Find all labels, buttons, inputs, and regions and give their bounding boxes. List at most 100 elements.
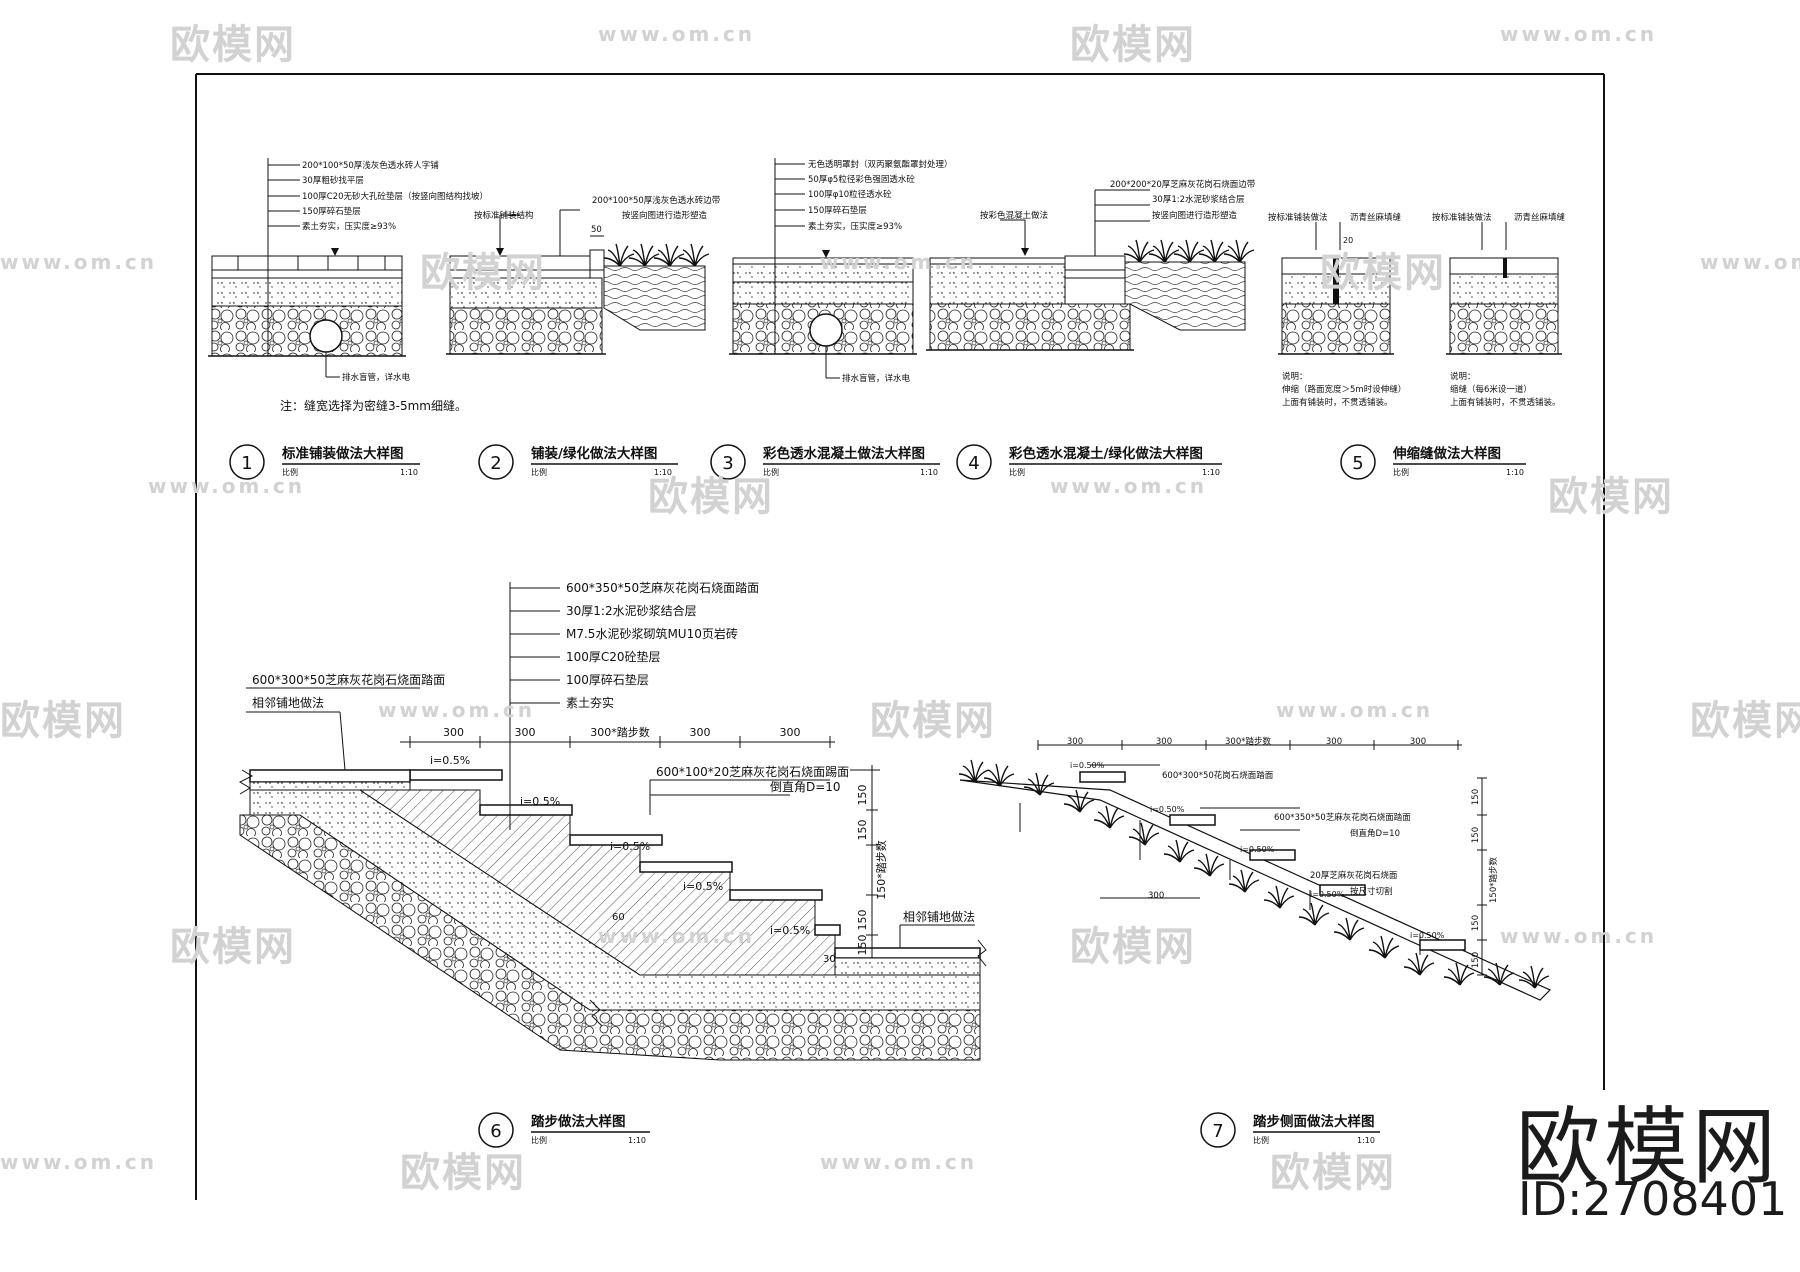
detail-note: 注：缝宽选择为密缝3-5mm细缝。 bbox=[280, 398, 467, 413]
detail-title: 铺装/绿化做法大样图 bbox=[531, 445, 657, 462]
scale-value: 1:10 bbox=[920, 468, 938, 477]
slope-label: i=0.50% bbox=[1070, 761, 1105, 770]
callout-label: 按标准铺装做法 bbox=[1432, 212, 1492, 223]
scale-label: 比例 bbox=[1393, 467, 1409, 477]
layer-label: 200*100*50厚浅灰色透水砖人字铺 bbox=[302, 160, 439, 171]
sheet-frame bbox=[195, 73, 1605, 1200]
dimension-label: 150*踏步数 bbox=[874, 840, 888, 900]
dimension-label: 60 bbox=[612, 912, 625, 923]
dimension-label: 300 bbox=[515, 726, 536, 739]
detail-6-step-section bbox=[238, 582, 987, 1061]
layer-label: 100厚碎石垫层 bbox=[566, 672, 649, 687]
layer-label: 150厚碎石垫层 bbox=[302, 206, 361, 217]
detail-number: 3 bbox=[722, 453, 733, 474]
note-line: 上面有铺装时，不贯透铺装。 bbox=[1450, 397, 1561, 408]
slope-label: i=0.50% bbox=[1150, 805, 1185, 814]
layer-label: 30厚1:2水泥砂浆结合层 bbox=[566, 603, 697, 618]
dimension-label: 150 bbox=[1471, 789, 1481, 805]
callout-label: 按标准铺装结构 bbox=[474, 210, 534, 221]
detail-title-6: 6 踏步做法大样图 比例 1:10 bbox=[478, 1112, 650, 1148]
dimension-label: 300 bbox=[1156, 737, 1172, 747]
detail-title-4: 4 彩色透水混凝土/绿化做法大样图 比例 1:10 bbox=[956, 444, 1222, 480]
dimension-label: 150 bbox=[856, 820, 869, 841]
callout-label: 600*100*20芝麻灰花岗石烧面踢面 bbox=[656, 764, 849, 779]
detail-title: 踏步做法大样图 bbox=[531, 1113, 626, 1130]
dimension-label: 150*踏步数 bbox=[1488, 857, 1499, 903]
dimension-label: 300 bbox=[1326, 737, 1342, 747]
detail-5-expansion-joint: 按标准铺装做法 沥青丝麻填缝 20 说明： 伸缩（路面宽度＞5m时设伸缝） 上面… bbox=[1268, 212, 1566, 408]
detail-title-3: 3 彩色透水混凝土做法大样图 比例 1:10 bbox=[710, 444, 940, 480]
detail-number: 5 bbox=[1352, 453, 1363, 474]
detail-number: 1 bbox=[241, 453, 252, 474]
detail-6-annotations: 600*350*50芝麻灰花岗石烧面踏面 30厚1:2水泥砂浆结合层 M7.5水… bbox=[252, 580, 975, 965]
slope-label: i=0.50% bbox=[1410, 931, 1445, 940]
callout-label: 按彩色混凝土做法 bbox=[980, 210, 1048, 221]
detail-7-annotations: 300 300 300*踏步数 300 300 600*300*50花岗石烧面踏… bbox=[1067, 736, 1499, 968]
layer-label: 100厚C20无砂大孔砼垫层（按竖向图结构找坡） bbox=[302, 191, 488, 202]
dimension-label: 300 bbox=[1410, 737, 1426, 747]
scale-label: 比例 bbox=[282, 467, 298, 477]
scale-label: 比例 bbox=[1253, 1135, 1269, 1145]
callout-label: 沥青丝麻填缝 bbox=[1514, 212, 1566, 223]
detail-number: 7 bbox=[1212, 1121, 1223, 1142]
dimension-label: 20 bbox=[1343, 236, 1353, 245]
detail-title-7: 7 踏步侧面做法大样图 比例 1:10 bbox=[1200, 1112, 1380, 1148]
detail-title-2: 2 铺装/绿化做法大样图 比例 1:10 bbox=[478, 444, 678, 480]
layer-label: 30厚粗砂找平层 bbox=[302, 175, 364, 186]
note-line: 伸缩（路面宽度＞5m时设伸缝） bbox=[1282, 384, 1406, 395]
callout-label: 按竖向图进行造形塑造 bbox=[1152, 210, 1238, 221]
dimension-label: 300 bbox=[690, 726, 711, 739]
detail-title-5: 5 伸缩缝做法大样图 比例 1:10 bbox=[1340, 444, 1526, 480]
scale-label: 比例 bbox=[1009, 467, 1025, 477]
scale-value: 1:10 bbox=[654, 468, 672, 477]
callout-label: 200*100*50厚浅灰色透水砖边带 bbox=[592, 195, 721, 206]
scale-label: 比例 bbox=[763, 467, 779, 477]
detail-title: 伸缩缝做法大样图 bbox=[1392, 445, 1501, 462]
layer-label: 600*350*50芝麻灰花岗石烧面踏面 bbox=[566, 580, 759, 595]
drain-pipe-icon bbox=[309, 319, 343, 353]
detail-title: 彩色透水混凝土/绿化做法大样图 bbox=[1008, 445, 1203, 462]
detail-title: 标准铺装做法大样图 bbox=[281, 445, 404, 462]
scale-value: 1:10 bbox=[1357, 1136, 1375, 1145]
note-line: 缩缝（每6米设一道） bbox=[1450, 384, 1532, 395]
dimension-label: 300*踏步数 bbox=[590, 725, 650, 739]
callout-label: 按标准铺装做法 bbox=[1268, 212, 1328, 223]
callout-label: 倒直角D=10 bbox=[770, 780, 841, 794]
dimension-label: 150 bbox=[856, 935, 869, 956]
dimension-label: 150 bbox=[1471, 827, 1481, 843]
dimension-label: 300 bbox=[443, 726, 464, 739]
callout-label: 倒直角D=10 bbox=[1350, 828, 1400, 839]
dimension-label: 300 bbox=[1067, 737, 1083, 747]
callout-label: 按尺寸切割 bbox=[1350, 886, 1393, 897]
detail-title-1: 1 标准铺装做法大样图 比例 1:10 bbox=[229, 444, 420, 480]
layer-label: 100厚φ10粒径透水砼 bbox=[808, 189, 892, 200]
dimension-label: 30 bbox=[823, 954, 836, 965]
detail-title: 踏步侧面做法大样图 bbox=[1253, 1113, 1375, 1130]
slope-label: i=0.5% bbox=[770, 924, 810, 937]
detail-number: 2 bbox=[490, 453, 501, 474]
dimension-label: 150 bbox=[856, 785, 869, 806]
note-line: 上面有铺装时，不贯透铺装。 bbox=[1282, 397, 1393, 408]
scale-value: 1:10 bbox=[1202, 468, 1220, 477]
layer-label: M7.5水泥砂浆砌筑MU10页岩砖 bbox=[566, 626, 738, 641]
callout-label: 相邻铺地做法 bbox=[903, 909, 975, 924]
layer-label: 150厚碎石垫层 bbox=[808, 205, 867, 216]
detail-1-standard-paving bbox=[208, 158, 406, 378]
dimension-label: 150 bbox=[1471, 915, 1481, 931]
callout-label: 600*300*50花岗石烧面踏面 bbox=[1162, 770, 1274, 781]
scale-label: 比例 bbox=[531, 1135, 547, 1145]
scale-value: 1:10 bbox=[1506, 468, 1524, 477]
dimension-label: 300 bbox=[1148, 891, 1164, 901]
pipe-label: 排水盲管，详水电 bbox=[342, 372, 411, 383]
layer-label: 无色透明罩封（双丙聚氨酯罩封处理） bbox=[808, 159, 953, 170]
layer-label: 素土夯实，压实度≥93% bbox=[302, 221, 396, 232]
slope-label: i=0.5% bbox=[610, 840, 650, 853]
callout-label: 600*300*50芝麻灰花岗石烧面踏面 bbox=[252, 672, 445, 687]
drain-pipe-icon bbox=[809, 313, 843, 347]
callout-label: 按竖向图进行造形塑造 bbox=[622, 210, 708, 221]
model-id: ID:2708401 bbox=[1518, 1172, 1788, 1226]
dimension-label: 300 bbox=[780, 726, 801, 739]
slope-label: i=0.5% bbox=[520, 795, 560, 808]
layer-label: 100厚C20砼垫层 bbox=[566, 649, 661, 664]
